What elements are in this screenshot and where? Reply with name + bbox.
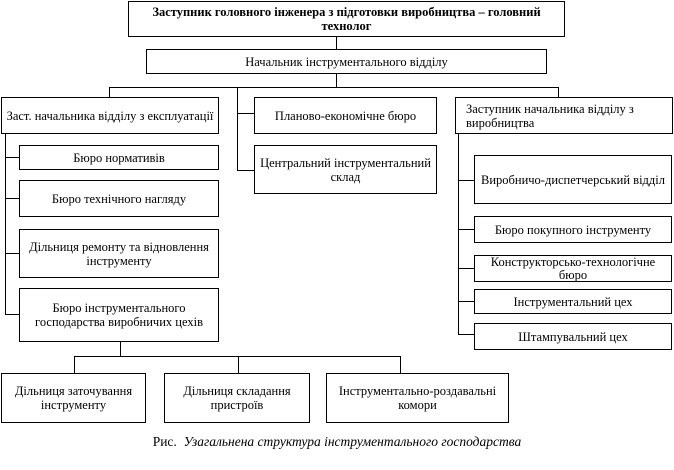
box-department-head: Начальник інструментального відділу [146, 49, 547, 74]
connector-line [237, 170, 254, 171]
connector-line [5, 198, 19, 199]
connector-line [5, 314, 19, 315]
box-repair-section: Дільниця ремонту та відновлення інструме… [19, 229, 219, 278]
connector-line [120, 341, 121, 356]
connector-line [74, 356, 75, 374]
box-deputy-production: Заступник начальника відділу з виробницт… [455, 97, 673, 134]
box-purchased-tools-bureau: Бюро покупного інструменту [474, 216, 672, 243]
figure-caption: Рис. Узагальнена структура інструменталь… [0, 434, 674, 450]
box-planning-bureau: Планово-економічне бюро [254, 97, 437, 134]
connector-line [74, 356, 401, 357]
connector-line [237, 87, 238, 171]
connector-line [558, 87, 559, 97]
box-stamping-shop: Штампувальний цех [474, 323, 672, 350]
connector-line [5, 134, 6, 315]
connector-line [400, 356, 401, 374]
connector-line [237, 113, 254, 114]
box-deputy-operations: Заст. начальника відділу з експлуатації [1, 97, 219, 134]
connector-line [109, 87, 110, 98]
connector-line [336, 36, 337, 50]
connector-line [458, 268, 474, 269]
box-fixture-assembly-section: Дільниця складання пристроїв [164, 373, 310, 423]
connector-line [5, 157, 19, 158]
connector-line [458, 301, 474, 302]
connector-line [238, 356, 239, 374]
connector-line [458, 134, 459, 335]
box-design-tech-bureau: Конструкторсько-технологічне бюро [474, 255, 672, 282]
connector-line [458, 229, 474, 230]
caption-text: Узагальнена структура інструментального … [183, 434, 522, 449]
box-central-warehouse: Центральний інструментальний склад [254, 145, 437, 194]
box-sharpening-section: Дільниця заточування інструменту [1, 373, 146, 423]
box-dispensing-storerooms: Інструментально-роздавальні комори [326, 373, 509, 423]
connector-line [458, 180, 474, 181]
box-tool-management-bureau: Бюро інструментального господарства виро… [19, 288, 219, 342]
connector-line [336, 73, 337, 88]
caption-label: Рис. [152, 434, 177, 449]
box-tech-supervision-bureau: Бюро технічного нагляду [19, 180, 219, 217]
connector-line [458, 334, 474, 335]
box-chief-technologist: Заступник головного інженера з підготовк… [128, 1, 565, 37]
connector-line [109, 87, 559, 88]
box-tool-shop: Інструментальний цех [474, 289, 672, 314]
connector-line [5, 253, 19, 254]
box-dispatch-department: Виробничо-диспетчерський відділ [474, 155, 672, 204]
box-norms-bureau: Бюро нормативів [19, 145, 219, 170]
